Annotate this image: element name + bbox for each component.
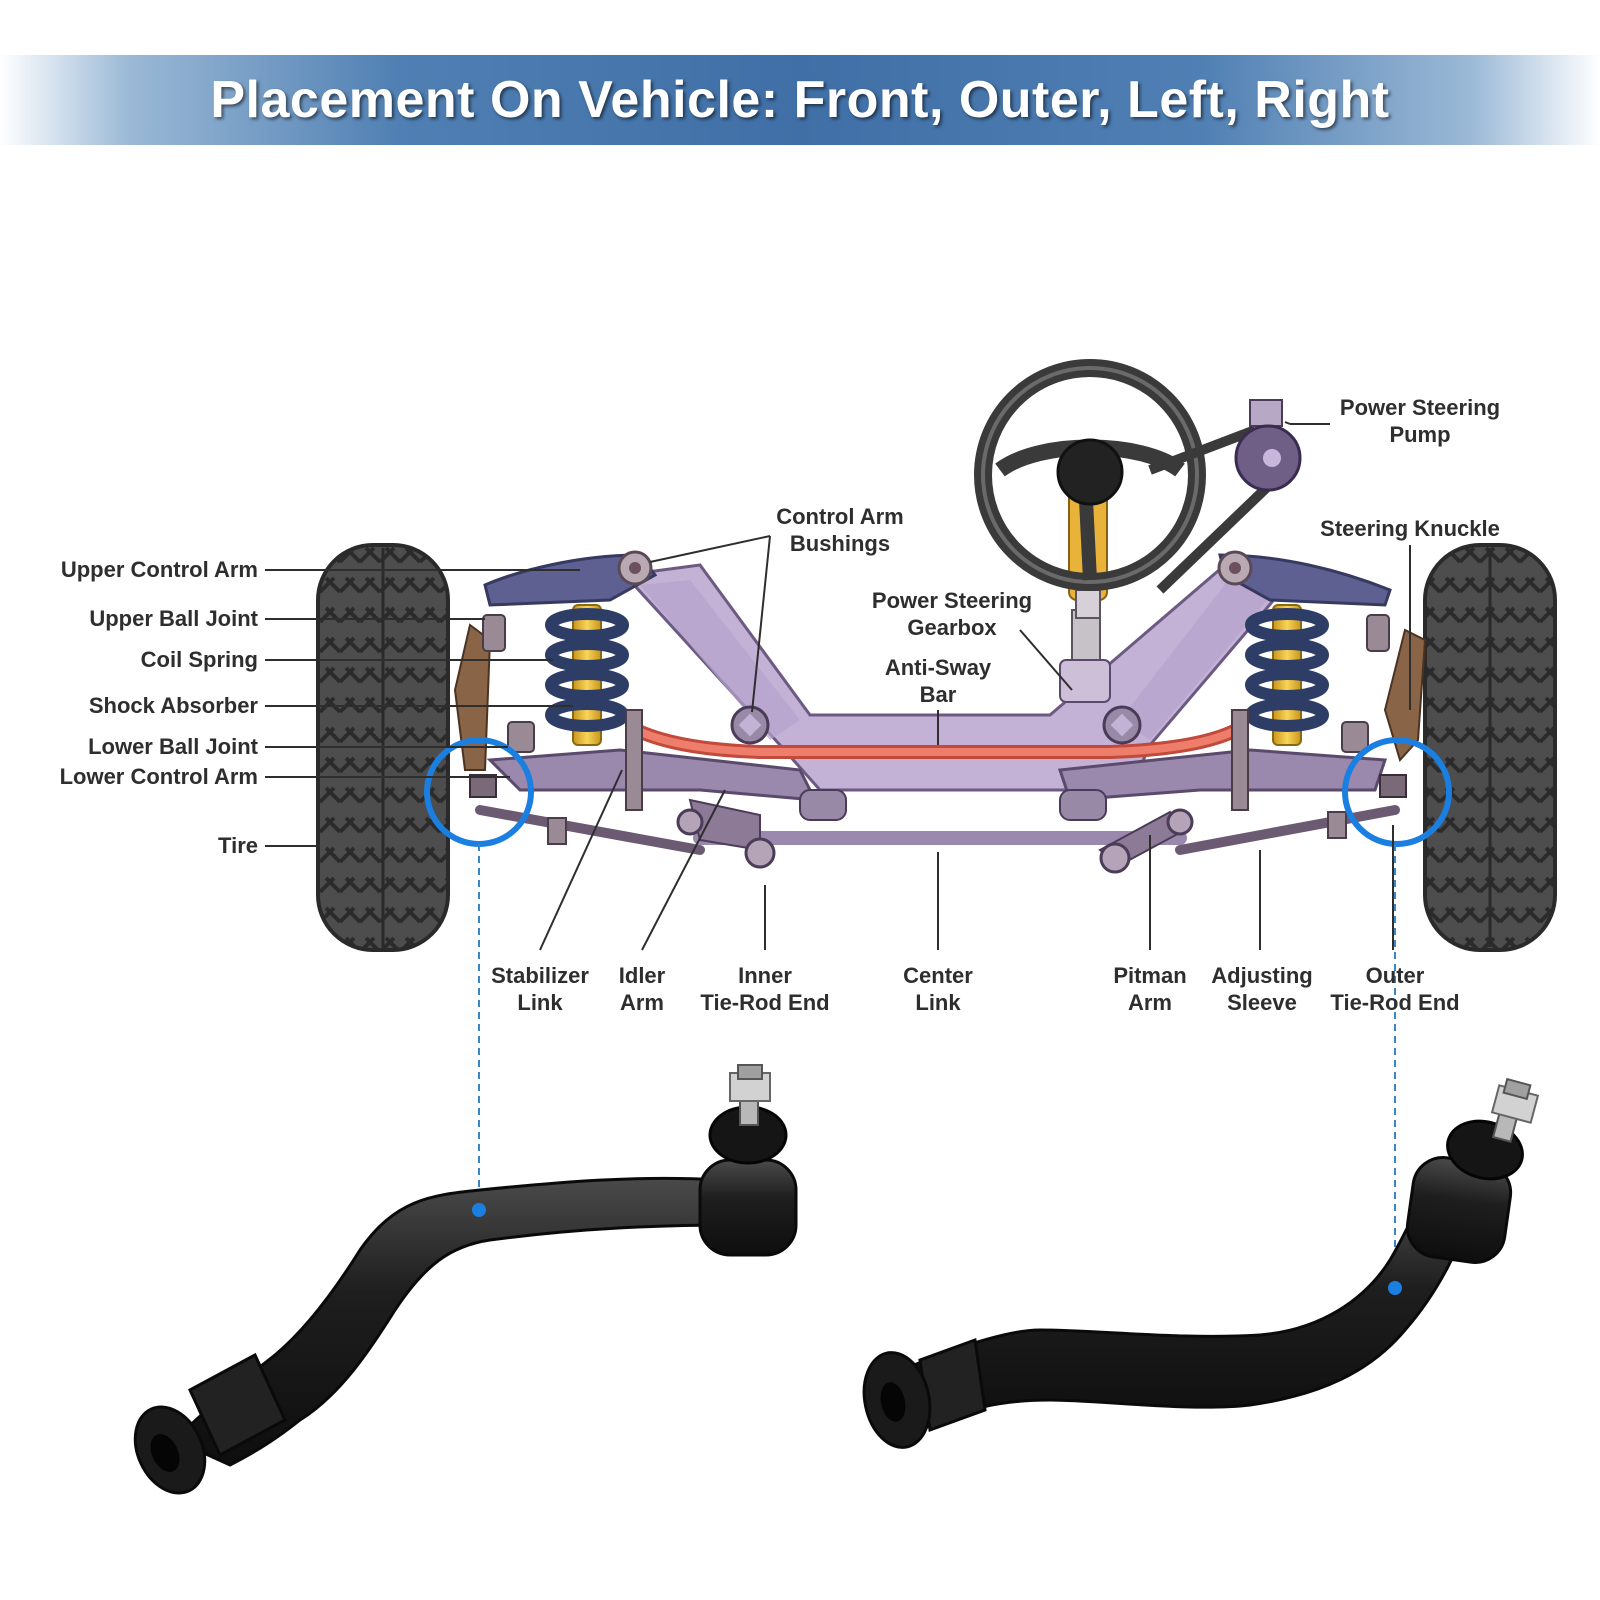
right-coil-spring xyxy=(1245,608,1329,732)
left-part-marker-dot xyxy=(472,1203,486,1217)
steering-wheel xyxy=(974,359,1206,591)
label-power-steering-gearbox-2: Gearbox xyxy=(907,615,997,640)
left-upper-control-arm xyxy=(483,553,658,607)
callout-leaders xyxy=(265,421,1411,951)
label-tire: Tire xyxy=(218,833,258,858)
label-steering-knuckle: Steering Knuckle xyxy=(1320,516,1500,541)
label-control-arm-bushings-2: Bushings xyxy=(790,531,890,556)
label-control-arm-bushings-1: Control Arm xyxy=(776,504,904,529)
right-part-ball-socket xyxy=(1405,1077,1540,1264)
right-part-marker-dot xyxy=(1388,1281,1402,1295)
label-outer-tie-rod-end-1: Outer xyxy=(1366,963,1425,988)
left-part-ball-socket xyxy=(698,1064,798,1257)
right-lower-ball-joint xyxy=(1341,721,1369,753)
power-steering-gearbox xyxy=(1059,609,1111,703)
label-upper-control-arm: Upper Control Arm xyxy=(61,557,258,582)
label-idler-arm-1: Idler xyxy=(619,963,666,988)
label-adjusting-sleeve-1: Adjusting xyxy=(1211,963,1312,988)
label-upper-ball-joint: Upper Ball Joint xyxy=(89,606,258,631)
label-coil-spring: Coil Spring xyxy=(141,647,258,672)
label-stabilizer-link-2: Link xyxy=(517,990,563,1015)
label-lower-control-arm: Lower Control Arm xyxy=(60,764,258,789)
label-stabilizer-link-1: Stabilizer xyxy=(491,963,589,988)
left-part-threaded-end xyxy=(133,1352,287,1495)
label-anti-sway-bar-1: Anti-Sway xyxy=(885,655,992,680)
right-upper-ball-joint xyxy=(1366,614,1390,652)
label-anti-sway-bar-2: Bar xyxy=(920,682,957,707)
label-adjusting-sleeve-2: Sleeve xyxy=(1227,990,1297,1015)
label-power-steering-gearbox-1: Power Steering xyxy=(872,588,1032,613)
right-tire xyxy=(1423,543,1557,952)
label-inner-tie-rod-end-2: Tie-Rod End xyxy=(700,990,829,1015)
label-power-steering-pump-2: Pump xyxy=(1389,422,1450,447)
steering-linkage xyxy=(469,774,1407,874)
left-lower-ball-joint xyxy=(507,721,535,753)
title-banner: Placement On Vehicle: Front, Outer, Left… xyxy=(0,55,1600,145)
label-center-link-2: Link xyxy=(915,990,961,1015)
left-tie-rod-end-part xyxy=(133,1064,798,1495)
label-power-steering-pump-1: Power Steering xyxy=(1340,395,1500,420)
right-outer-tie-rod-highlight xyxy=(1342,737,1452,847)
right-part-threaded-end xyxy=(862,1337,987,1449)
label-center-link-1: Center xyxy=(903,963,973,988)
label-pitman-arm-1: Pitman xyxy=(1113,963,1186,988)
right-tie-rod-end-part xyxy=(862,1077,1540,1449)
frame-bushings xyxy=(730,705,1142,745)
label-idler-arm-2: Arm xyxy=(620,990,664,1015)
left-coil-spring xyxy=(545,608,629,732)
page-title: Placement On Vehicle: Front, Outer, Left… xyxy=(210,71,1390,129)
left-upper-ball-joint xyxy=(482,614,506,652)
label-shock-absorber: Shock Absorber xyxy=(89,693,259,718)
label-pitman-arm-2: Arm xyxy=(1128,990,1172,1015)
right-upper-control-arm xyxy=(1218,553,1392,607)
label-lower-ball-joint: Lower Ball Joint xyxy=(88,734,259,759)
right-steering-knuckle xyxy=(1383,628,1427,762)
label-outer-tie-rod-end-2: Tie-Rod End xyxy=(1330,990,1459,1015)
power-steering-pump xyxy=(1148,399,1302,594)
stabilizer-links xyxy=(625,709,1249,811)
label-inner-tie-rod-end-1: Inner xyxy=(738,963,792,988)
